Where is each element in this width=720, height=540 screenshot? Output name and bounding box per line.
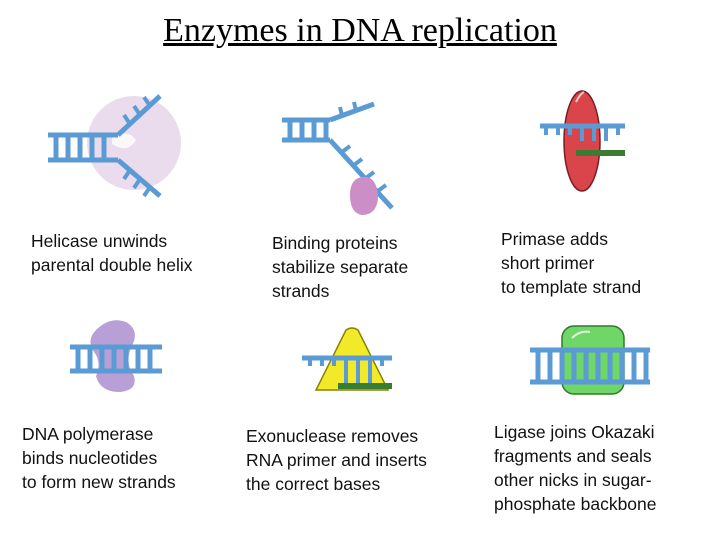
helicase-illustration (48, 94, 183, 198)
exonuclease-dna (302, 355, 392, 384)
ligase-illustration (530, 325, 650, 395)
helicase-enzyme (85, 94, 183, 192)
caption-helicase: Helicase unwinds parental double helix (31, 231, 193, 275)
polymerase-illustration (70, 320, 162, 392)
caption-ligase: Ligase joins Okazaki fragments and seals… (494, 422, 657, 514)
caption-primase: Primase adds short primer to template st… (501, 229, 642, 297)
binding-dna (282, 101, 394, 210)
caption-dna-polymerase: DNA polymerase binds nucleotides to form… (22, 424, 176, 492)
binding-proteins-illustration (282, 101, 394, 215)
binding-protein-blob (350, 176, 378, 215)
caption-exonuclease: Exonuclease removes RNA primer and inser… (246, 426, 427, 494)
exonuclease-illustration (302, 327, 392, 391)
ligase-dna (530, 347, 650, 385)
caption-binding-proteins: Binding proteins stabilize separate stra… (272, 233, 409, 301)
page-title: Enzymes in DNA replication (163, 12, 557, 49)
primase-dna (540, 123, 625, 141)
helicase-dna (48, 94, 162, 198)
primase-illustration (540, 90, 625, 192)
polymerase-dna (70, 344, 162, 374)
